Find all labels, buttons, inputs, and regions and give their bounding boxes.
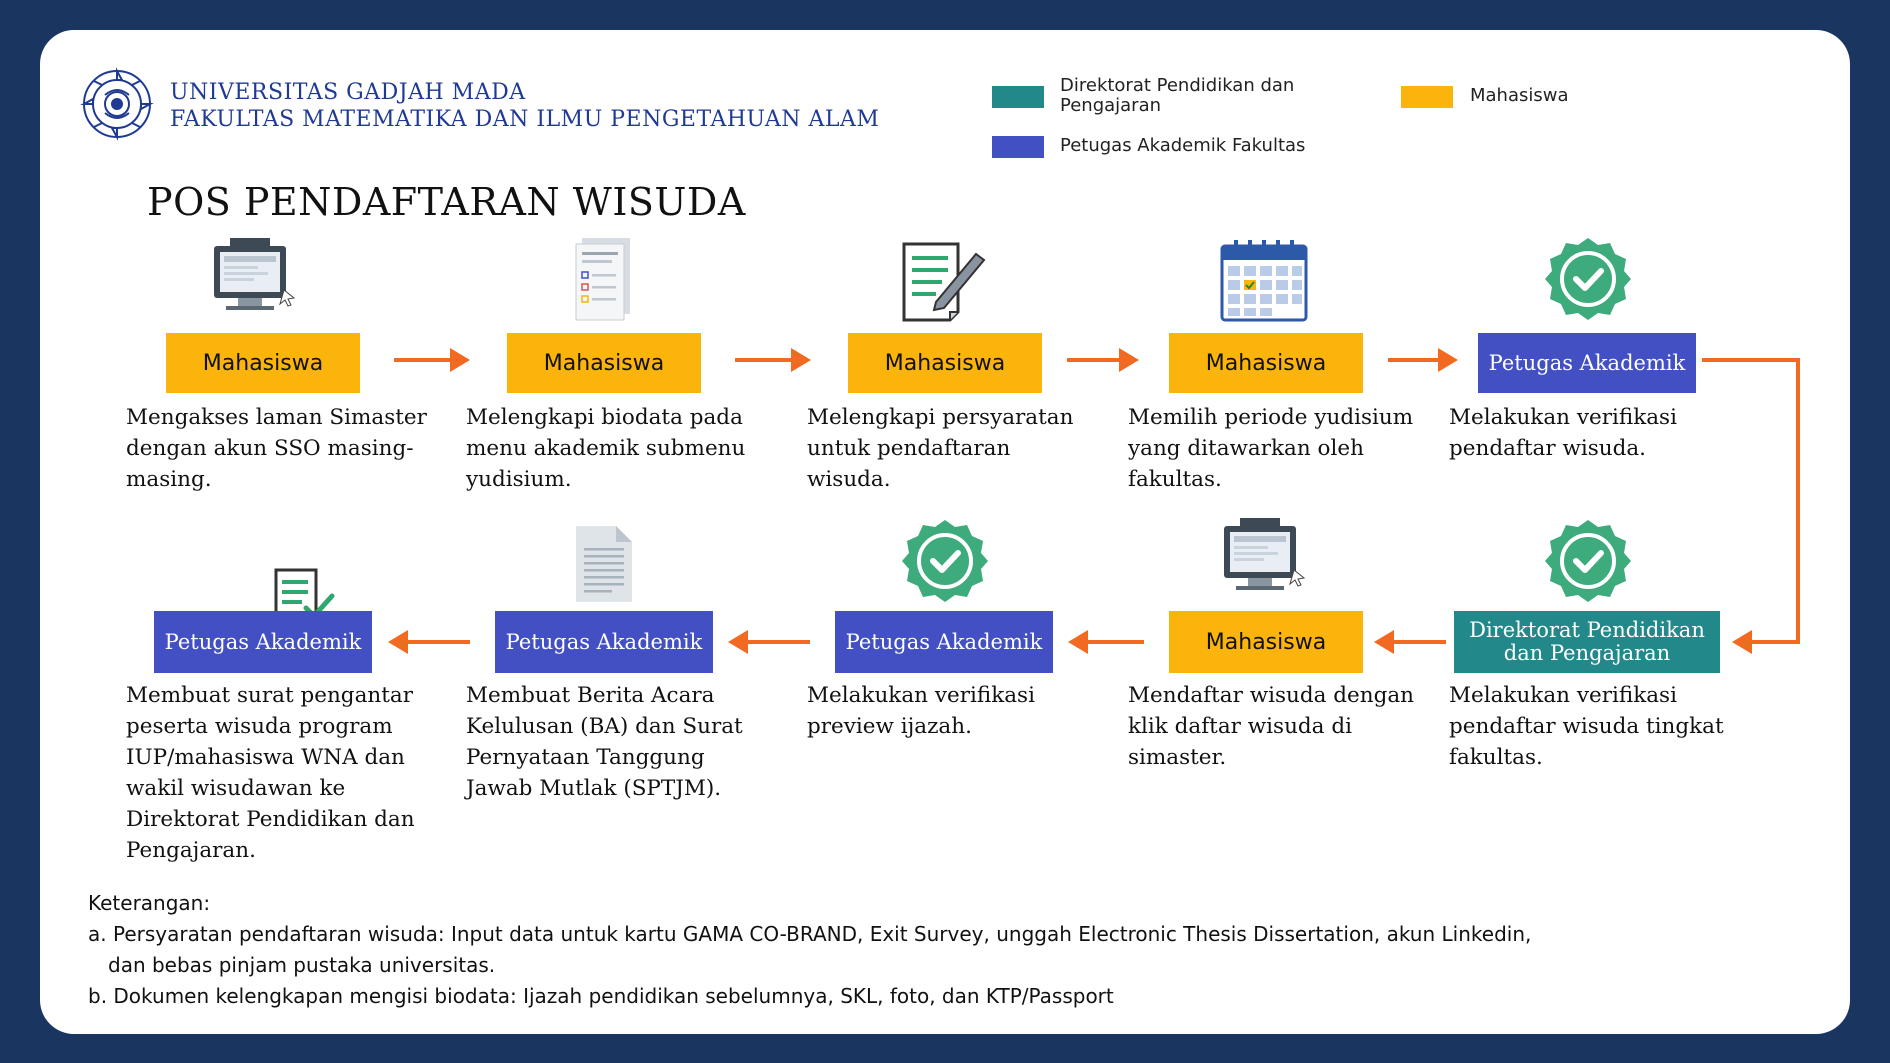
- step-6-desc: Melakukan verifikasi pendaftar wisuda ti…: [1449, 683, 1724, 770]
- step-7-desc: Mendaftar wisuda dengan klik daftar wisu…: [1128, 683, 1415, 770]
- document-icon: [576, 526, 632, 602]
- legend-label-direktorat: Direktorat Pendidikan dan Pengajaran: [1060, 75, 1295, 116]
- notes-section: Keterangan: a. Persyaratan pendaftaran w…: [88, 888, 1808, 1012]
- step-1-desc: Mengakses laman Simaster dengan akun SSO…: [126, 405, 427, 492]
- step-6-role: Direktorat Pendidikan dan Pengajaran: [1454, 611, 1720, 673]
- step-3-desc: Melengkapi persyaratan untuk pendaftaran…: [807, 405, 1074, 492]
- computer-screen-icon: [1224, 518, 1306, 590]
- step-9-role: Petugas Akademik: [495, 611, 713, 673]
- check-badge-icon: [1545, 238, 1631, 320]
- step-2-desc: Melengkapi biodata pada menu akademik su…: [466, 405, 746, 492]
- step-4-desc: Memilih periode yudisium yang ditawarkan…: [1128, 405, 1414, 492]
- step-10-role: Petugas Akademik: [154, 611, 372, 673]
- step-10-desc: Membuat surat pengantar peserta wisuda p…: [126, 683, 415, 863]
- step-4-role: Mahasiswa: [1169, 333, 1363, 393]
- step-9-desc: Membuat Berita Acara Kelulusan (BA) dan …: [466, 683, 743, 801]
- step-1-role: Mahasiswa: [166, 333, 360, 393]
- check-badge-icon: [1545, 520, 1631, 602]
- flow-arrows: [388, 348, 1800, 654]
- note-a: a. Persyaratan pendaftaran wisuda: Input…: [88, 922, 1532, 946]
- calendar-icon: [1220, 240, 1308, 322]
- note-a-continued: dan bebas pinjam pustaka universitas.: [108, 953, 496, 977]
- legend-label-mahasiswa: Mahasiswa: [1470, 85, 1569, 106]
- step-8-desc: Melakukan verifikasi preview ijazah.: [807, 683, 1035, 739]
- computer-screen-icon: [214, 238, 296, 310]
- poster-card: UNIVERSITAS GADJAH MADA FAKULTAS MATEMAT…: [40, 30, 1850, 1034]
- legend-swatch-direktorat: [992, 86, 1044, 108]
- notes-heading: Keterangan:: [88, 891, 211, 915]
- step-7-role: Mahasiswa: [1169, 611, 1363, 673]
- university-name: UNIVERSITAS GADJAH MADA: [170, 80, 526, 105]
- step-5-desc: Melakukan verifikasi pendaftar wisuda.: [1449, 405, 1677, 461]
- document-form-icon: [575, 238, 630, 321]
- document-pen-icon: [902, 242, 986, 322]
- faculty-name: FAKULTAS MATEMATIKA DAN ILMU PENGETAHUAN…: [170, 107, 880, 132]
- check-badge-icon: [902, 520, 988, 602]
- legend-swatch-mahasiswa: [1401, 86, 1453, 108]
- legend-label-petugas: Petugas Akademik Fakultas: [1060, 135, 1306, 156]
- legend-swatch-petugas: [992, 136, 1044, 158]
- page-title: POS PENDAFTARAN WISUDA: [147, 180, 746, 224]
- step-8-role: Petugas Akademik: [835, 611, 1053, 673]
- step-3-role: Mahasiswa: [848, 333, 1042, 393]
- arrow-5-6: [1702, 358, 1800, 644]
- ugm-seal-icon: [80, 67, 154, 141]
- step-5-role: Petugas Akademik: [1478, 333, 1696, 393]
- step-2-role: Mahasiswa: [507, 333, 701, 393]
- note-b: b. Dokumen kelengkapan mengisi biodata: …: [88, 984, 1114, 1008]
